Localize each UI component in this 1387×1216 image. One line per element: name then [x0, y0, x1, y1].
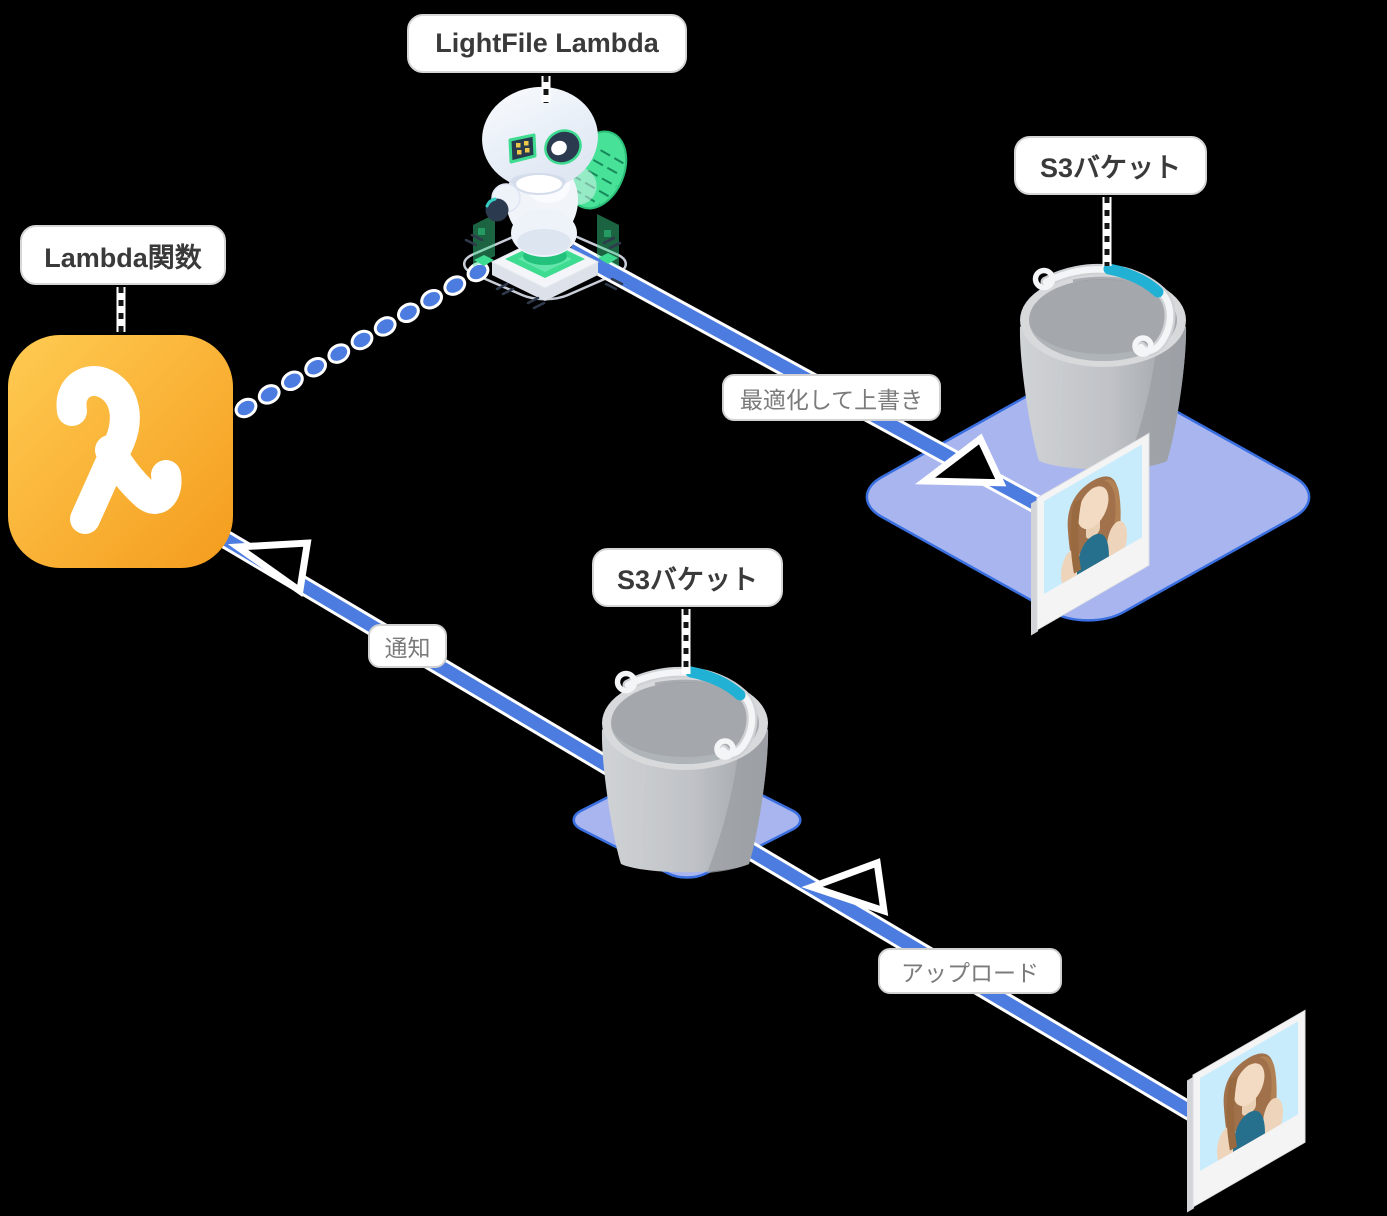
s3-bucket-icon [602, 672, 768, 873]
s3-bucket-right-label: S3バケット [1014, 136, 1207, 195]
s3-bucket-icon [1020, 269, 1186, 470]
optimize-overwrite-edge-label: 最適化して上書き [722, 374, 941, 421]
chip-outline-ring [451, 223, 639, 305]
lambda-function-label: Lambda関数 [20, 225, 226, 285]
dashed-connector-icon [116, 76, 1112, 674]
robot-eye-icon [544, 129, 582, 165]
aws-lambda-icon [8, 335, 233, 568]
dotted-trail-icon [234, 261, 490, 419]
lightfile-lambda-label: LightFile Lambda [407, 14, 687, 73]
upload-edge-label: アップロード [878, 948, 1062, 994]
s3-bucket-middle-label: S3バケット [592, 548, 783, 607]
robot-mascot-icon [482, 86, 628, 257]
robot-screen-icon [508, 133, 537, 164]
notify-edge-label: 通知 [368, 624, 447, 668]
photo-thumbnail-icon [1187, 1010, 1305, 1212]
